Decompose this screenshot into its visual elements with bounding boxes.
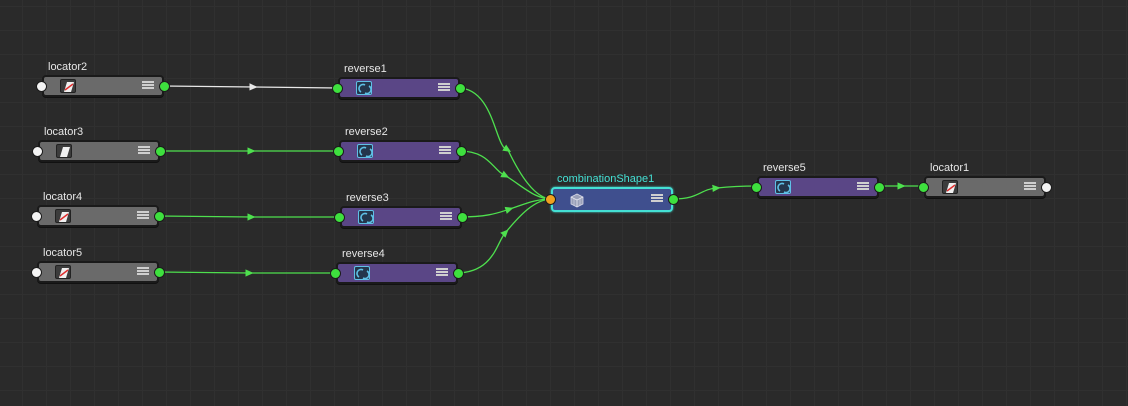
reverse-icon (775, 180, 791, 194)
attribute-list-icon[interactable] (651, 194, 663, 204)
attribute-list-icon[interactable] (1024, 182, 1036, 192)
wire-reverse3-combination[interactable] (459, 198, 553, 218)
input-port[interactable] (32, 145, 43, 157)
input-port[interactable] (918, 181, 929, 193)
wire-reverse4-combination[interactable] (455, 198, 553, 274)
attribute-list-icon[interactable] (439, 146, 451, 156)
node-label: locator5 (43, 247, 83, 259)
node-label: reverse2 (345, 126, 388, 138)
node-reverse5[interactable]: reverse5 (751, 162, 885, 198)
input-port[interactable] (31, 210, 42, 222)
input-port[interactable] (545, 194, 556, 205)
wire-locator5-reverse4[interactable] (158, 269, 336, 277)
attribute-list-icon[interactable] (438, 83, 450, 93)
node-reverse1[interactable]: reverse1 (332, 63, 466, 99)
reverse-icon (357, 144, 373, 158)
output-port[interactable] (455, 82, 466, 94)
wire-locator2-reverse1[interactable] (162, 83, 339, 91)
input-port[interactable] (334, 211, 345, 223)
wire-combination-reverse5[interactable] (672, 184, 758, 200)
wire-locator4-reverse3[interactable] (157, 213, 339, 221)
input-port[interactable] (330, 267, 341, 279)
wire-reverse1-combination[interactable] (457, 87, 553, 200)
node-combination-shape1[interactable]: combinationShape1 (545, 173, 679, 212)
node-label: locator1 (930, 162, 970, 174)
node-locator4[interactable]: locator4 (31, 191, 165, 227)
output-port[interactable] (456, 145, 467, 157)
node-label: combinationShape1 (557, 173, 655, 185)
input-port[interactable] (332, 82, 343, 94)
node-label: reverse4 (342, 248, 385, 260)
node-label: reverse3 (346, 192, 389, 204)
attribute-list-icon[interactable] (137, 267, 149, 277)
node-locator2[interactable]: locator2 (36, 61, 170, 97)
output-port[interactable] (155, 145, 166, 157)
locator-icon (55, 209, 71, 223)
output-port[interactable] (874, 181, 885, 193)
locator-icon (60, 79, 76, 93)
reverse-icon (358, 210, 374, 224)
output-port[interactable] (457, 211, 468, 223)
locator-icon (942, 180, 958, 194)
input-port[interactable] (751, 181, 762, 193)
attribute-list-icon[interactable] (138, 146, 150, 156)
output-port[interactable] (154, 210, 165, 222)
combination-shape-icon (569, 192, 585, 208)
reverse-icon (356, 81, 372, 95)
node-locator5[interactable]: locator5 (31, 247, 165, 283)
node-label: locator4 (43, 191, 83, 203)
wire-reverse2-combination[interactable] (458, 150, 553, 200)
output-port[interactable] (1041, 181, 1052, 193)
node-label: locator3 (44, 126, 84, 138)
locator-icon (56, 144, 72, 158)
node-locator3[interactable]: locator3 (32, 126, 166, 162)
node-label: locator2 (48, 61, 88, 73)
attribute-list-icon[interactable] (142, 81, 154, 91)
node-reverse3[interactable]: reverse3 (334, 192, 468, 228)
input-port[interactable] (333, 145, 344, 157)
locator-icon (55, 265, 71, 279)
output-port[interactable] (453, 267, 464, 279)
reverse-icon (354, 266, 370, 280)
input-port[interactable] (36, 80, 47, 92)
attribute-list-icon[interactable] (857, 182, 869, 192)
node-reverse2[interactable]: reverse2 (333, 126, 467, 162)
attribute-list-icon[interactable] (440, 212, 452, 222)
attribute-list-icon[interactable] (436, 268, 448, 278)
node-label: reverse1 (344, 63, 387, 75)
input-port[interactable] (31, 266, 42, 278)
node-reverse4[interactable]: reverse4 (330, 248, 464, 284)
node-label: reverse5 (763, 162, 806, 174)
output-port[interactable] (159, 80, 170, 92)
attribute-list-icon[interactable] (137, 211, 149, 221)
output-port[interactable] (154, 266, 165, 278)
output-port[interactable] (668, 194, 679, 205)
node-locator1[interactable]: locator1 (918, 162, 1052, 198)
